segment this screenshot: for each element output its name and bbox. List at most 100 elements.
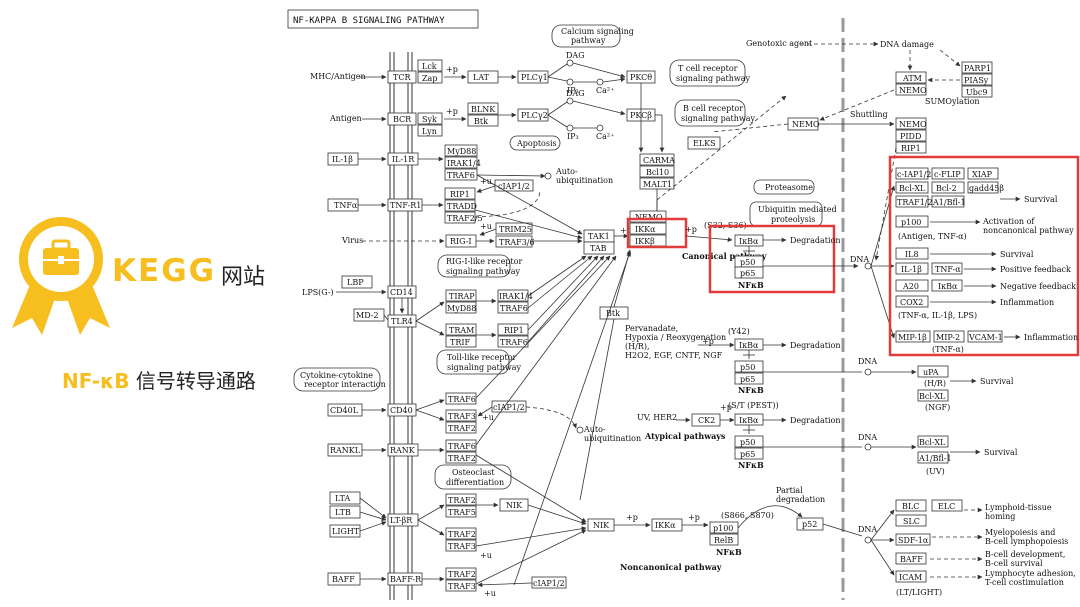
- svg-text:Ubc9: Ubc9: [966, 88, 987, 97]
- kegg-suffix: 网站: [221, 265, 266, 290]
- cd40-rank-section: CD40L CD40 TRAF6 TRAF3 TRAF2 cIAP1/2 +u …: [327, 255, 641, 490]
- svg-text:PLCγ2: PLCγ2: [521, 111, 548, 120]
- svg-text:NIK: NIK: [506, 501, 523, 510]
- svg-text:+u: +u: [480, 177, 492, 186]
- svg-text:Myelopoiesis and: Myelopoiesis and: [985, 528, 1055, 537]
- svg-text:LT-βR: LT-βR: [390, 516, 413, 525]
- svg-text:p100: p100: [901, 218, 921, 227]
- svg-text:CD14: CD14: [390, 288, 413, 297]
- svg-text:A20: A20: [902, 282, 919, 291]
- svg-text:MALT1: MALT1: [643, 180, 672, 189]
- svg-text:c-IAP1/2: c-IAP1/2: [897, 170, 931, 179]
- svg-text:RANKL: RANKL: [330, 446, 361, 455]
- svg-text:PIDD: PIDD: [900, 132, 921, 141]
- svg-text:NEMO: NEMO: [792, 120, 820, 129]
- svg-text:TRAF2/5: TRAF2/5: [447, 214, 483, 223]
- svg-text:PIASy: PIASy: [964, 76, 989, 85]
- svg-text:(LT/LIGHT): (LT/LIGHT): [896, 588, 942, 597]
- svg-text:+p: +p: [720, 403, 732, 412]
- svg-text:IKKβ: IKKβ: [635, 237, 655, 246]
- svg-text:signaling pathway: signaling pathway: [681, 114, 756, 123]
- svg-text:Lyn: Lyn: [422, 127, 437, 136]
- svg-text:ubiquitination: ubiquitination: [556, 176, 613, 185]
- svg-text:Ca²⁺: Ca²⁺: [596, 132, 614, 141]
- svg-text:RIG-I-like receptor: RIG-I-like receptor: [446, 257, 522, 266]
- svg-text:Lck: Lck: [422, 62, 437, 71]
- svg-text:TRAF3/6: TRAF3/6: [499, 238, 535, 247]
- svg-text:Apoptosis: Apoptosis: [516, 139, 557, 148]
- svg-text:Btk: Btk: [606, 309, 620, 318]
- svg-text:UV, HER2: UV, HER2: [637, 413, 677, 422]
- svg-text:Bcl-XL: Bcl-XL: [919, 438, 946, 447]
- svg-text:(S866, S870): (S866, S870): [721, 511, 774, 520]
- svg-text:TRIF: TRIF: [450, 338, 471, 347]
- svg-text:RIG-I: RIG-I: [450, 237, 472, 246]
- svg-text:+u: +u: [482, 413, 494, 422]
- svg-text:TAK1: TAK1: [588, 232, 610, 241]
- svg-text:TRAF6: TRAF6: [500, 338, 528, 347]
- svg-text:cIAP1/2: cIAP1/2: [493, 403, 525, 412]
- svg-text:TRIM25: TRIM25: [499, 225, 532, 234]
- svg-text:H2O2, EGF, CNTF, NGF: H2O2, EGF, CNTF, NGF: [625, 351, 723, 360]
- il1-tnf-section: IL-1β IL-1R MyD88 IRAK1/4 TRAF6 Auto-ubi…: [327, 144, 613, 224]
- svg-text:differentiation: differentiation: [446, 478, 504, 487]
- svg-text:TRAF2: TRAF2: [448, 454, 476, 463]
- svg-text:CD40L: CD40L: [330, 406, 359, 415]
- svg-text:ELKS: ELKS: [693, 139, 716, 148]
- svg-text:p50: p50: [740, 363, 755, 372]
- svg-text:BLNK: BLNK: [471, 105, 496, 114]
- svg-text:TRAF3: TRAF3: [448, 582, 476, 591]
- ltbr-baffr-section: LTA LTB LIGHT LT-βR TRAF2 TRAF5 TRAF2 TR…: [327, 454, 825, 598]
- svg-text:DNA: DNA: [850, 255, 869, 264]
- svg-text:Zap: Zap: [422, 74, 437, 83]
- svg-text:+u: +u: [480, 222, 492, 231]
- svg-text:ubiquitination: ubiquitination: [584, 434, 641, 443]
- svg-text:Bcl-2: Bcl-2: [936, 184, 957, 193]
- svg-text:+p: +p: [626, 513, 638, 522]
- svg-text:TRAF6: TRAF6: [447, 171, 475, 180]
- svg-text:cIAP1/2: cIAP1/2: [498, 182, 530, 191]
- svg-text:c-FLIP: c-FLIP: [934, 170, 961, 179]
- svg-text:LBP: LBP: [347, 278, 364, 287]
- svg-text:MyD88: MyD88: [447, 304, 476, 313]
- svg-text:Degradation: Degradation: [790, 236, 841, 245]
- svg-text:IRAK1/4: IRAK1/4: [447, 159, 481, 168]
- svg-text:B-cell lymphopoiesis: B-cell lymphopoiesis: [985, 537, 1068, 546]
- svg-text:noncanonical pathway: noncanonical pathway: [983, 226, 1074, 235]
- svg-text:Genotoxic agent: Genotoxic agent: [746, 39, 813, 48]
- svg-text:NFκB: NFκB: [738, 280, 764, 290]
- svg-text:NEMO: NEMO: [899, 120, 927, 129]
- svg-text:Inflammation: Inflammation: [1024, 333, 1078, 342]
- svg-text:Syk: Syk: [422, 115, 437, 124]
- svg-text:LAT: LAT: [473, 73, 490, 82]
- svg-text:MD-2: MD-2: [356, 311, 379, 320]
- svg-text:DNA: DNA: [858, 525, 877, 534]
- svg-text:TCR: TCR: [393, 73, 411, 82]
- svg-text:+p: +p: [702, 337, 714, 346]
- svg-text:TRAF6: TRAF6: [448, 442, 476, 451]
- svg-text:PKCθ: PKCθ: [630, 73, 652, 82]
- svg-text:Lymphoid-tissue: Lymphoid-tissue: [985, 503, 1052, 512]
- svg-text:TRAF3: TRAF3: [448, 542, 476, 551]
- svg-text:RelB: RelB: [714, 536, 733, 545]
- tcr-row: MHC/Antigen TCR Lck Zap +p LAT PLCγ1 DAG…: [310, 24, 751, 95]
- svg-text:RIP1: RIP1: [450, 190, 470, 199]
- svg-text:B cell receptor: B cell receptor: [683, 104, 743, 113]
- svg-text:IKKα: IKKα: [635, 225, 656, 234]
- svg-text:TRAF1/2: TRAF1/2: [897, 198, 933, 207]
- kegg-label: KEGG: [112, 253, 217, 289]
- svg-text:+p: +p: [446, 107, 458, 116]
- svg-text:PARP1: PARP1: [964, 64, 991, 73]
- svg-text:TRADD: TRADD: [447, 202, 477, 211]
- svg-text:Ubiquitin mediated: Ubiquitin mediated: [758, 205, 837, 214]
- svg-text:T cell receptor: T cell receptor: [678, 64, 738, 73]
- svg-text:(H/R),: (H/R),: [625, 342, 649, 351]
- svg-text:p50: p50: [740, 438, 755, 447]
- svg-text:TRAF6: TRAF6: [448, 395, 476, 404]
- svg-text:VCAM-1: VCAM-1: [968, 333, 1003, 342]
- svg-text:BLC: BLC: [902, 502, 919, 511]
- svg-text:NFκB: NFκB: [738, 460, 764, 470]
- svg-text:RIP1: RIP1: [901, 144, 921, 153]
- svg-text:Bcl10: Bcl10: [646, 168, 669, 177]
- svg-text:Antigen: Antigen: [329, 114, 362, 123]
